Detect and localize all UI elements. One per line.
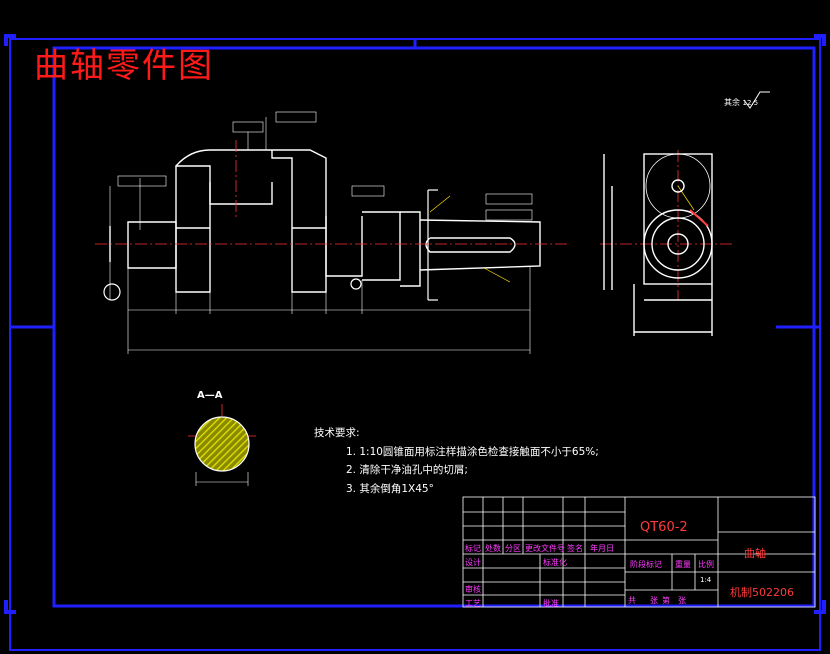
section-a-a: [194, 416, 250, 486]
corner-marks: [4, 34, 826, 614]
row-approval: 批准: [543, 599, 559, 608]
roughness-note: 其余 12.5: [724, 97, 758, 108]
drawing-number: 机制502206: [730, 586, 794, 599]
tech-requirement-item: 3. 其余倒角1X45°: [346, 482, 434, 495]
drawing-title: 曲轴零件图: [34, 46, 214, 86]
title-block-grid: [462, 496, 816, 608]
section-label: A—A: [197, 390, 223, 401]
stage-mark-label: 阶段标记: [630, 560, 662, 569]
roughness-value: 12.5: [742, 99, 759, 107]
row-design: 设计: [465, 558, 481, 567]
center-ticks: [10, 39, 820, 329]
revision-header-zone: 分区: [505, 544, 521, 553]
row-standardization: 标准化: [543, 558, 567, 567]
leader-lines: [429, 185, 695, 283]
revision-header-doc: 更改文件号: [525, 544, 565, 553]
crankshaft-side-view: [603, 153, 713, 336]
part-name: 曲轴: [744, 547, 766, 560]
ratio-label: 比例: [698, 560, 714, 569]
section-cut-marks: [103, 189, 438, 301]
side-view-leader: [689, 209, 709, 227]
row-process: 工艺: [465, 599, 481, 608]
weight-label: 重量: [675, 560, 691, 569]
roughness-note-text: 其余: [724, 98, 740, 107]
tech-requirement-item: 1. 1:10圆锥面用标注样描涂色检查接触面不小于65%;: [346, 445, 599, 458]
sheet-unit-label-2: 张: [678, 596, 686, 605]
inner-border: [52, 46, 816, 608]
crankshaft-main-view: [109, 149, 541, 293]
sheet-total-label: 共: [628, 596, 636, 605]
tech-requirement-item: 2. 清除干净油孔中的切屑;: [346, 464, 468, 476]
roughness-symbol: [743, 91, 770, 109]
center-lines: [95, 140, 735, 470]
sheet-no-label: 第: [662, 596, 670, 605]
technical-requirements: 技术要求: 1. 1:10圆锥面用标注样描涂色检查接触面不小于65%; 2. 清…: [314, 424, 599, 498]
revision-header-date: 年月日: [590, 544, 614, 553]
material-label: QT60-2: [640, 520, 688, 535]
dimension-lines: [109, 111, 533, 354]
revision-header-signature: 签名: [567, 544, 583, 553]
tech-requirements-heading: 技术要求:: [314, 427, 360, 439]
scale-value: 1:4: [700, 576, 712, 584]
sheet-unit-label: 张: [650, 596, 658, 605]
revision-header-mark: 标记: [465, 544, 481, 553]
row-review: 审核: [465, 585, 481, 594]
revision-header-count: 处数: [485, 544, 501, 553]
